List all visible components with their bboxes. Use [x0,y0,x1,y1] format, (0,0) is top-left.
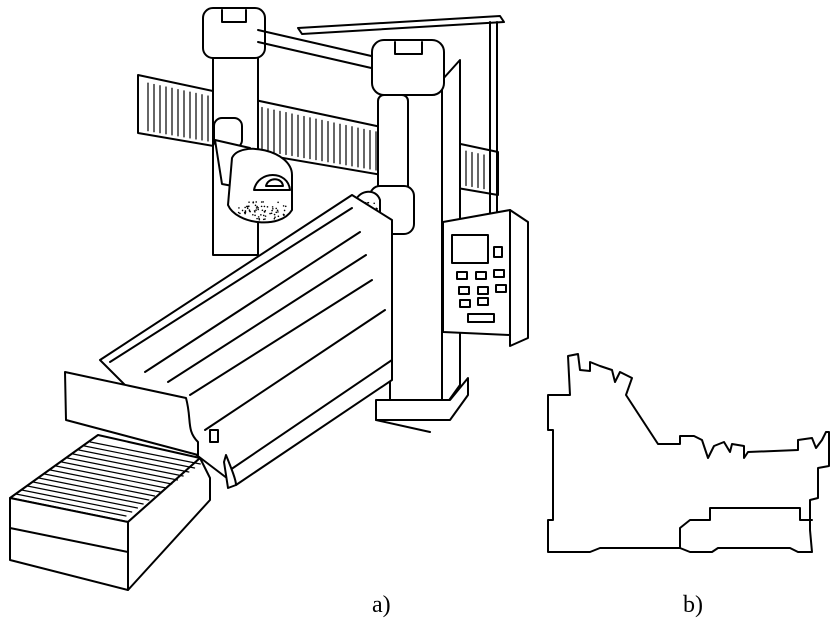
top-rail [257,15,505,221]
caption-b: b) [683,592,703,618]
workpiece [9,371,211,591]
left-grinding-head [213,117,293,224]
cross-section-profile [547,353,830,553]
caption-a: a) [372,592,391,618]
gantry-machine-drawing [9,7,529,591]
control-panel [442,209,529,347]
